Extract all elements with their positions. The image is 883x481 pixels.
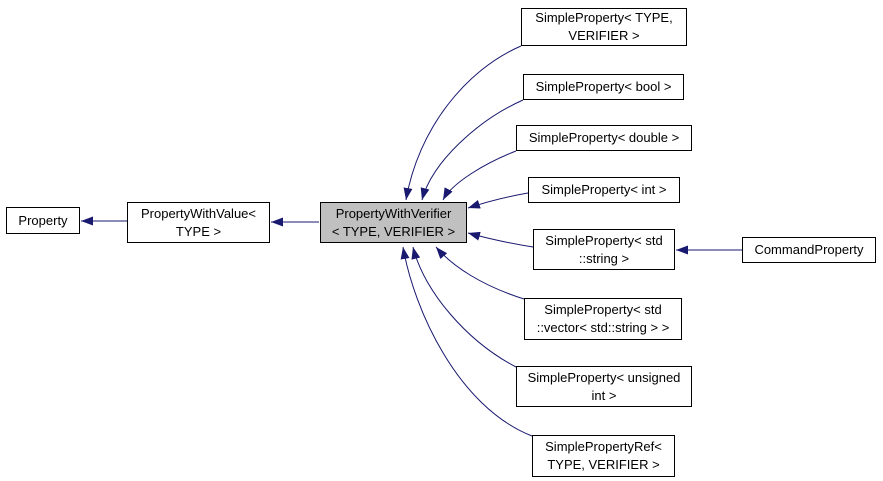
class-node-label: SimpleProperty< double > — [528, 130, 680, 145]
class-node-propertywithverifier-current: PropertyWithVerifier < TYPE, VERIFIER > — [320, 202, 467, 243]
class-node-label: VERIFIER > — [568, 28, 640, 43]
class-node-label: TYPE > — [175, 223, 222, 239]
class-node-label: int > — [591, 387, 617, 403]
class-node-simpleproperty-string[interactable]: SimpleProperty< std ::string > — [533, 229, 675, 270]
class-node-label: PropertyWithValue< — [140, 205, 256, 221]
class-node-label: SimpleProperty< unsigned — [527, 369, 681, 385]
edge-simpleproperty-type-verifier — [403, 45, 522, 201]
class-node-propertywithvalue[interactable]: PropertyWithValue< TYPE > — [127, 202, 270, 243]
class-node-label: SimpleProperty< std — [544, 302, 662, 317]
class-node-simpleproperty-bool[interactable]: SimpleProperty< bool > — [523, 74, 684, 100]
edge-simpleproperty-int — [467, 192, 529, 209]
class-node-label: SimplePropertyRef< — [545, 439, 662, 454]
class-node-label: < TYPE, VERIFIER > — [331, 223, 456, 239]
class-node-simpleproperty-double[interactable]: SimpleProperty< double > — [516, 125, 692, 151]
class-node-simpleproperty-int[interactable]: SimpleProperty< int > — [528, 177, 680, 203]
class-node-label: CommandProperty — [754, 242, 864, 257]
class-node-label: ::string > — [578, 250, 630, 266]
class-node-label: TYPE, VERIFIER > — [547, 457, 660, 472]
class-node-label: ::vector< std::string > > — [536, 320, 670, 335]
class-node-simplepropertyref[interactable]: SimplePropertyRef< TYPE, VERIFIER > — [532, 435, 675, 477]
class-node-simpleproperty-vector[interactable]: SimpleProperty< std ::vector< std::strin… — [524, 298, 682, 340]
edge-simplepropertyref — [400, 246, 533, 437]
edge-simpleproperty-unsigned — [411, 246, 517, 368]
class-node-simpleproperty-type-verifier[interactable]: SimpleProperty< TYPE, VERIFIER > — [521, 8, 687, 46]
class-node-label: Property — [18, 212, 68, 228]
class-node-label: SimpleProperty< std — [545, 232, 663, 248]
edge-simpleproperty-string — [467, 231, 534, 248]
class-node-label: SimpleProperty< bool > — [535, 79, 672, 94]
class-node-property[interactable]: Property — [6, 207, 80, 234]
class-node-label: SimpleProperty< TYPE, — [535, 10, 673, 25]
class-node-commandproperty[interactable]: CommandProperty — [742, 237, 876, 263]
class-node-simpleproperty-unsigned-int[interactable]: SimpleProperty< unsigned int > — [516, 366, 692, 407]
edge-simpleproperty-double — [442, 150, 517, 201]
edge-simpleproperty-bool — [420, 99, 524, 201]
class-node-label: SimpleProperty< int > — [541, 182, 667, 197]
edge-simpleproperty-vector — [435, 246, 525, 300]
class-node-label: PropertyWithVerifier — [335, 205, 452, 221]
